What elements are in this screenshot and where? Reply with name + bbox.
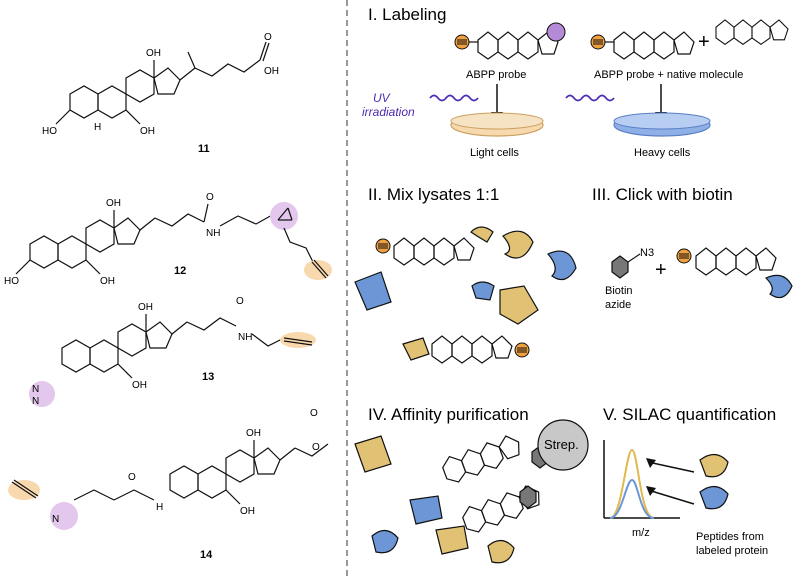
h-5: H xyxy=(94,122,101,133)
uv-wave-2 xyxy=(565,94,615,102)
diazirine-highlight-13 xyxy=(29,381,55,407)
light-cells-label: Light cells xyxy=(470,147,519,159)
probe-label: ABPP probe xyxy=(466,69,526,81)
biotin-azide: N3 xyxy=(611,247,654,279)
section-silac-title: V. SILAC quantification xyxy=(603,405,776,424)
ho-3: HO xyxy=(42,126,57,137)
ho-3b: HO xyxy=(4,276,19,287)
oh-12d: OH xyxy=(246,428,261,439)
compound-12: OH O NH HO OH 12 xyxy=(4,192,332,287)
silac-plot xyxy=(603,440,729,519)
peak-light xyxy=(609,448,655,519)
oh-7: OH xyxy=(140,126,155,137)
uv-label-line2: irradiation xyxy=(362,105,415,119)
biotin-label-line1: Biotin xyxy=(605,285,633,297)
section-affinity-title: IV. Affinity purification xyxy=(368,405,529,424)
o-ester-b: O xyxy=(312,442,320,453)
compound-14: OH O O OH H O N 14 xyxy=(8,408,329,561)
diazirine-highlight-14 xyxy=(50,502,78,530)
oh-12c: OH xyxy=(138,302,153,313)
probe-native-label: ABPP probe + native molecule xyxy=(594,69,743,81)
uv-label-line1: UV xyxy=(373,91,391,105)
silac-caption-line2: labeled protein xyxy=(696,545,768,557)
compound-13: OH O NH N N OH 13 xyxy=(29,296,316,407)
compound-13-label: 13 xyxy=(202,371,214,383)
nh-amide-13: NH xyxy=(238,332,252,343)
affinity-panel xyxy=(354,419,589,564)
section-mix-title: II. Mix lysates 1:1 xyxy=(368,185,499,204)
o-amide-13: O xyxy=(236,296,244,307)
oh-acid: OH xyxy=(264,66,279,77)
section-click-title: III. Click with biotin xyxy=(592,185,733,204)
compound-11: OH O OH HO OH H 11 xyxy=(42,32,279,155)
oh-7b: OH xyxy=(100,276,115,287)
heavy-cells-label: Heavy cells xyxy=(634,147,691,159)
o-acid: O xyxy=(264,32,272,43)
alkyne-highlight xyxy=(304,260,332,280)
streptavidin-bead xyxy=(537,419,589,471)
nh-amide: NH xyxy=(206,228,220,239)
n-13a: N xyxy=(32,384,39,395)
compound-12-label: 12 xyxy=(174,265,186,277)
n3-label: N3 xyxy=(640,247,654,259)
plus-sign-click: + xyxy=(655,259,667,281)
strep-label: Strep. xyxy=(544,437,579,452)
nh-14: H xyxy=(156,502,163,513)
biotin-label-line2: azide xyxy=(605,299,631,311)
protein-blue-2 xyxy=(354,271,392,311)
uv-wave-1 xyxy=(429,94,479,102)
mix-lysates-panel xyxy=(354,226,577,364)
oh-7c: OH xyxy=(132,380,147,391)
protein-blue-1 xyxy=(547,250,577,281)
diazirine-highlight xyxy=(270,202,298,230)
silac-caption-line1: Peptides from xyxy=(696,531,764,543)
n-13b: N xyxy=(32,396,39,407)
n-14: N xyxy=(52,514,59,525)
o-amide-14: O xyxy=(128,472,136,483)
oh-12: OH xyxy=(146,48,161,59)
peak-heavy xyxy=(609,478,655,519)
o-ester-a: O xyxy=(310,408,318,419)
oh-12b: OH xyxy=(106,198,121,209)
probe-molecule-2 xyxy=(590,31,695,60)
compound-14-label: 14 xyxy=(200,549,213,561)
section-labeling-title: I. Labeling xyxy=(368,5,446,24)
silac-xlabel: m/z xyxy=(632,527,650,539)
native-molecule xyxy=(715,19,789,45)
o-amide: O xyxy=(206,192,214,203)
oh-7d: OH xyxy=(240,506,255,517)
plus-sign-labeling: + xyxy=(698,31,710,53)
probe-molecule xyxy=(454,22,566,60)
protein-tan-2 xyxy=(499,285,539,325)
protein-tan-1 xyxy=(502,230,534,259)
compound-11-label: 11 xyxy=(198,143,210,155)
